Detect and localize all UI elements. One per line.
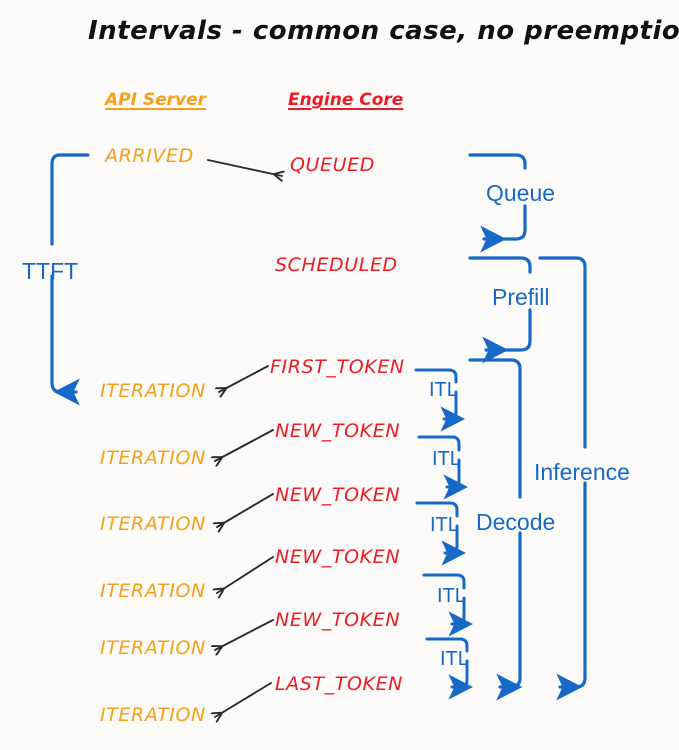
state-iteration: ITERATION — [100, 704, 206, 726]
interval-bracket-queue — [468, 153, 527, 253]
state-last-token: LAST_TOKEN — [275, 673, 403, 695]
itl-bracket-bottom — [448, 596, 473, 637]
queue-bracket-top — [468, 153, 527, 170]
decode-bracket-bottom — [496, 531, 523, 701]
inference-bracket-top — [538, 256, 587, 449]
interval-label-inference: Inference — [534, 459, 630, 485]
itl-bracket-bottom — [448, 659, 473, 700]
interval-label-prefill: Prefill — [492, 284, 550, 310]
interval-bracket-inference — [538, 256, 587, 701]
itl-bracket-bottom — [443, 458, 468, 500]
interval-bracket-prefill — [468, 256, 532, 364]
interval-bracket-decode — [468, 358, 523, 701]
arrow-last-token-to-iteration — [215, 682, 272, 717]
state-arrived: ARRIVED — [105, 145, 194, 167]
interval-label-queue: Queue — [486, 180, 556, 206]
inference-bracket-bottom — [556, 481, 587, 701]
state-new-token: NEW_TOKEN — [275, 546, 401, 568]
state-queued: QUEUED — [290, 154, 376, 176]
interval-label-itl: ITL — [432, 448, 461, 470]
interval-brackets-itl — [414, 368, 473, 700]
prefill-bracket-top — [468, 256, 532, 274]
itl-bracket-top — [425, 637, 469, 653]
arrow-new-token-to-iteration — [215, 429, 274, 461]
state-first-token: FIRST_TOKEN — [270, 356, 405, 378]
interval-label-ttft: TTFT — [22, 258, 79, 284]
itl-bracket-top — [414, 368, 458, 384]
state-iteration: ITERATION — [100, 637, 206, 659]
page-title: Intervals - common case, no preemptions — [88, 16, 679, 46]
itl-bracket-top — [417, 435, 461, 452]
itl-bracket-bottom — [440, 390, 465, 432]
ttft-bracket-path — [50, 153, 90, 246]
arrow-first-token-to-iteration — [219, 365, 269, 392]
arrow-new-token-to-iteration — [215, 619, 274, 650]
arrow-arrived-to-queued — [207, 159, 282, 176]
decode-bracket-top — [468, 358, 522, 499]
state-new-token: NEW_TOKEN — [275, 420, 401, 442]
itl-bracket-top — [415, 501, 459, 518]
ttft-bracket-path-lower — [50, 274, 80, 406]
state-iteration: ITERATION — [100, 447, 206, 469]
state-iteration: ITERATION — [100, 580, 206, 602]
interval-bracket-ttft — [50, 153, 90, 406]
state-new-token: NEW_TOKEN — [275, 484, 401, 506]
arrow-new-token-to-iteration — [217, 493, 274, 527]
interval-label-itl: ITL — [429, 379, 458, 401]
state-iteration: ITERATION — [100, 513, 206, 535]
prefill-bracket-bottom — [482, 308, 532, 364]
state-transition-arrows — [207, 159, 282, 717]
interval-label-decode: Decode — [476, 509, 556, 535]
column-header-api-server: API Server — [105, 90, 207, 110]
column-header-engine-core: Engine Core — [288, 90, 404, 110]
state-new-token: NEW_TOKEN — [275, 609, 401, 631]
interval-label-itl: ITL — [440, 648, 469, 670]
queue-bracket-bottom — [480, 204, 527, 253]
itl-bracket-bottom — [441, 524, 466, 566]
state-iteration: ITERATION — [100, 380, 206, 402]
arrow-new-token-to-iteration — [217, 556, 274, 593]
interval-label-itl: ITL — [437, 585, 466, 607]
itl-bracket-top — [422, 573, 466, 590]
state-scheduled: SCHEDULED — [275, 254, 398, 276]
interval-label-itl: ITL — [430, 514, 459, 536]
